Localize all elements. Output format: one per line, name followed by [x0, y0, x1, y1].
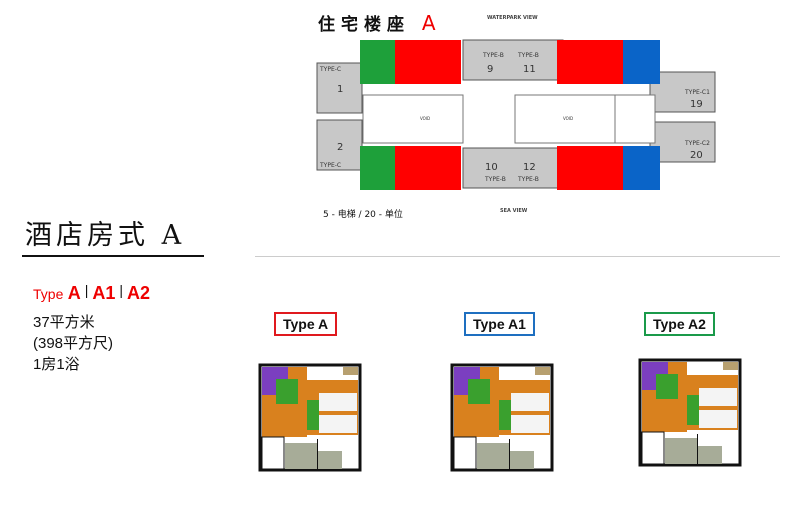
plan-label-1: Type A: [274, 312, 338, 336]
legend-text: 5 - 电梯 / 20 - 单位: [323, 210, 403, 220]
building-floor-plan: TYPE-C 1 2 TYPE-C TYPE-B 9 TYPE-B 11 10 …: [316, 39, 716, 190]
plan-label-2: Type A1: [464, 312, 535, 336]
svg-text:11: 11: [523, 64, 536, 75]
hotel-title: 酒店房式 A: [25, 220, 186, 251]
building-title: 住宅楼座 A: [318, 11, 436, 35]
rooms: 1房1浴: [33, 356, 80, 373]
svg-text:TYPE-B: TYPE-B: [517, 52, 539, 59]
svg-text:TYPE-B: TYPE-B: [484, 176, 506, 183]
svg-text:VOID: VOID: [420, 116, 430, 121]
svg-text:TYPE-C: TYPE-C: [319, 162, 341, 169]
area-sqft: (398平方尺): [33, 335, 114, 352]
unit-floor-plan-3: [625, 350, 750, 479]
svg-text:19: 19: [690, 99, 703, 110]
svg-text:12: 12: [523, 162, 536, 173]
title-underline: [22, 255, 204, 257]
unit-floor-plan-1: [245, 355, 370, 484]
top-view-label: WATERPARK VIEW: [487, 15, 538, 21]
area-sqm: 37平方米: [33, 314, 95, 331]
bottom-view-label: SEA VIEW: [500, 208, 528, 214]
svg-text:TYPE-C1: TYPE-C1: [684, 89, 710, 96]
svg-text:TYPE-B: TYPE-B: [482, 52, 504, 59]
svg-text:TYPE-C2: TYPE-C2: [684, 140, 710, 147]
svg-text:TYPE-B: TYPE-B: [517, 176, 539, 183]
divider: [255, 256, 780, 257]
svg-text:10: 10: [485, 162, 498, 173]
svg-text:VOID: VOID: [563, 116, 573, 121]
svg-text:1: 1: [337, 84, 343, 95]
plan-label-3: Type A2: [644, 312, 715, 336]
svg-text:20: 20: [690, 150, 703, 161]
svg-text:9: 9: [487, 64, 493, 75]
unit-floor-plan-2: [437, 355, 562, 484]
svg-text:2: 2: [337, 142, 343, 153]
unit-label: TYPE-C: [319, 66, 341, 73]
type-list: Type A|A1|A2: [33, 282, 151, 303]
